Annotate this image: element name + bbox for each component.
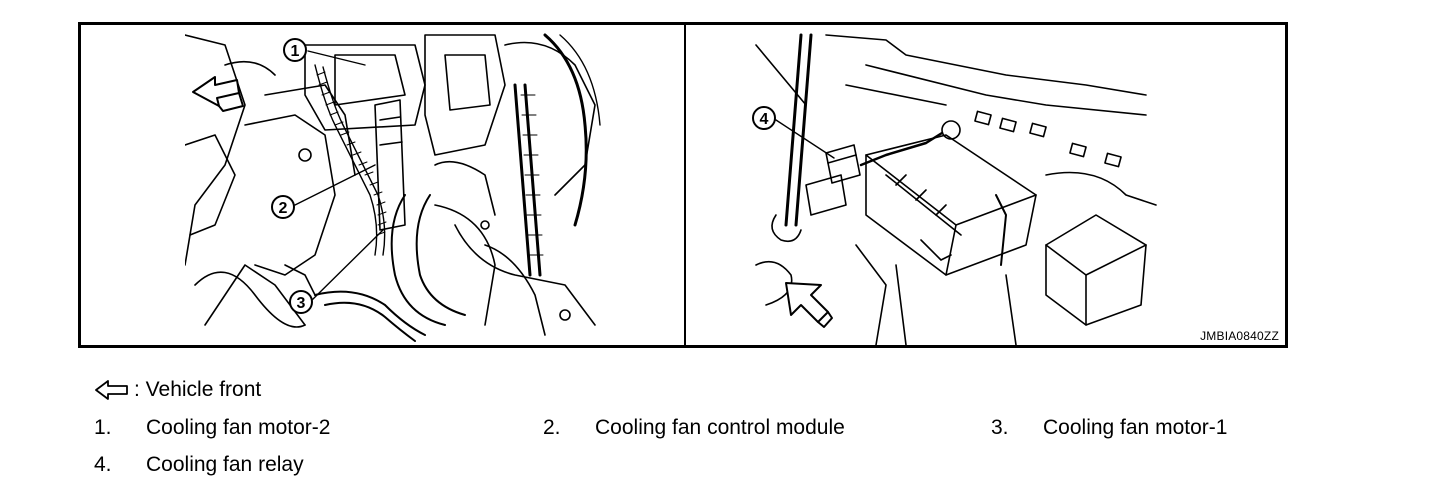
legend-item-number: 3. — [991, 416, 1009, 439]
right-panel-illustration: 4 — [746, 25, 1166, 345]
legend-item-label: Cooling fan relay — [146, 453, 304, 476]
legend-item-number: 1. — [94, 416, 112, 439]
svg-text:3: 3 — [297, 295, 306, 312]
callout-1: 1 — [283, 38, 307, 62]
vehicle-front-legend: : Vehicle front — [94, 378, 261, 402]
legend-item-label: Cooling fan motor-2 — [146, 416, 331, 439]
svg-text:2: 2 — [279, 200, 288, 217]
svg-text:4: 4 — [760, 111, 769, 128]
legend-item-label: Cooling fan control module — [595, 416, 845, 439]
left-panel-illustration: 1 2 3 — [185, 25, 605, 345]
diagram-figure: 1 2 3 — [78, 22, 1288, 348]
svg-text:1: 1 — [291, 43, 300, 60]
engine-bay-line-art: 1 2 3 — [185, 33, 601, 342]
legend-item-label: Cooling fan motor-1 — [1043, 416, 1228, 439]
vehicle-front-label: : Vehicle front — [134, 378, 262, 401]
callout-2: 2 — [271, 195, 295, 219]
callout-3: 3 — [289, 290, 313, 314]
legend-item-number: 2. — [543, 416, 561, 439]
outline-arrow-left-icon — [95, 380, 128, 400]
panel-divider — [684, 25, 686, 345]
battery-area-line-art: 4 — [752, 33, 1157, 345]
figure-code: JMBIA0840ZZ — [1200, 329, 1279, 343]
legend-item-number: 4. — [94, 453, 112, 476]
callout-4: 4 — [752, 106, 776, 130]
